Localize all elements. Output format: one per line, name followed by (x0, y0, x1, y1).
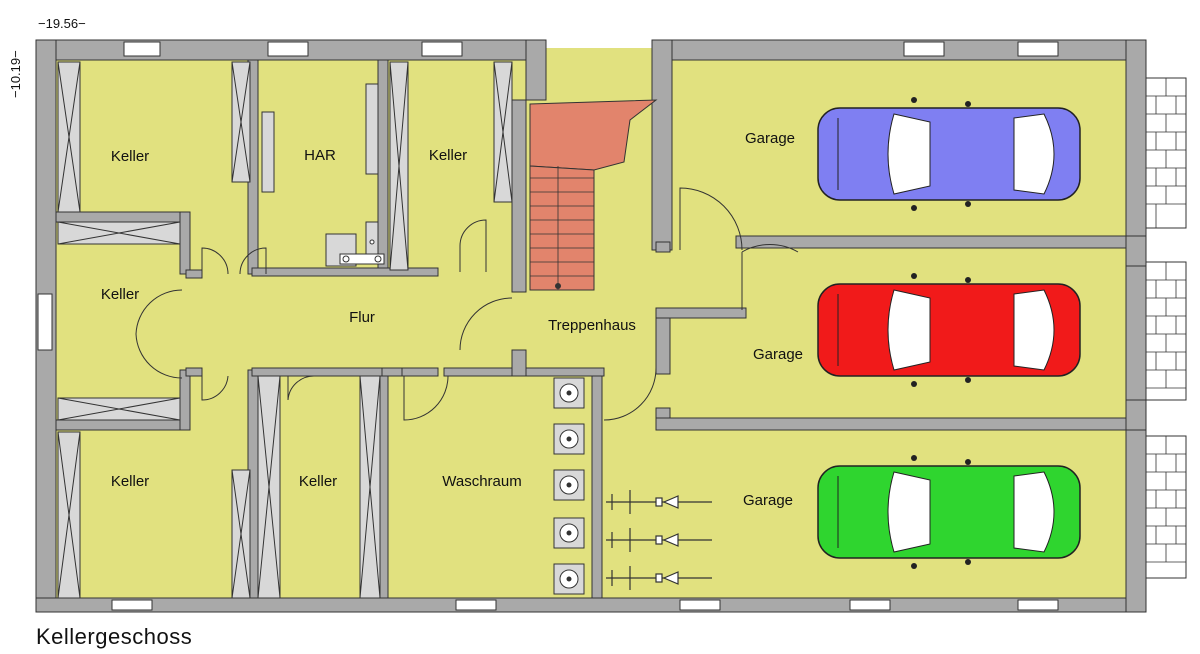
car-windshield (887, 289, 931, 371)
car-windshield (887, 113, 931, 195)
room-label-keller-3: Keller (101, 286, 139, 303)
car-mirror (965, 201, 971, 207)
car-windshield (887, 471, 931, 553)
car-rear-window (1013, 113, 1055, 195)
car-mirror (965, 277, 971, 283)
room-label-garage-3: Garage (743, 492, 793, 509)
car-mirror (911, 563, 917, 569)
car-mirror (965, 101, 971, 107)
windows (37, 41, 1059, 611)
har-equipment (261, 83, 385, 267)
car-mirror (911, 273, 917, 279)
room-label-garage-1: Garage (745, 130, 795, 147)
car-rear-window (1013, 289, 1055, 371)
car-mirror (965, 459, 971, 465)
room-label-keller-5: Keller (299, 473, 337, 490)
car-1 (817, 97, 1081, 211)
plan-title: Kellergeschoss (36, 624, 193, 649)
room-label-waschraum: Waschraum (442, 473, 521, 490)
brick-walls (1145, 77, 1187, 579)
storage-racks (57, 61, 513, 599)
room-labels: Keller HAR Keller Keller Flur Treppenhau… (101, 130, 803, 509)
width-dimension: −19.56− (38, 16, 86, 31)
car-mirror (965, 559, 971, 565)
car-mirror (911, 97, 917, 103)
room-label-keller-4: Keller (111, 473, 149, 490)
room-label-treppenhaus: Treppenhaus (548, 317, 636, 334)
car-mirror (911, 381, 917, 387)
car-rear-window (1013, 471, 1055, 553)
car-mirror (911, 455, 917, 461)
bicycles (606, 490, 712, 590)
room-label-garage-2: Garage (753, 346, 803, 363)
room-label-flur: Flur (349, 309, 375, 326)
doors (135, 187, 799, 421)
room-label-keller-1: Keller (111, 148, 149, 165)
car-3 (817, 455, 1081, 569)
room-label-har: HAR (304, 147, 336, 164)
car-mirror (911, 205, 917, 211)
car-2 (817, 273, 1081, 387)
height-dimension: −10.19− (8, 50, 23, 98)
car-mirror (965, 377, 971, 383)
stairs (529, 99, 658, 291)
cars (817, 97, 1081, 569)
interior-walls (55, 59, 1147, 599)
washing-machines (553, 377, 585, 595)
room-label-keller-2: Keller (429, 147, 467, 164)
